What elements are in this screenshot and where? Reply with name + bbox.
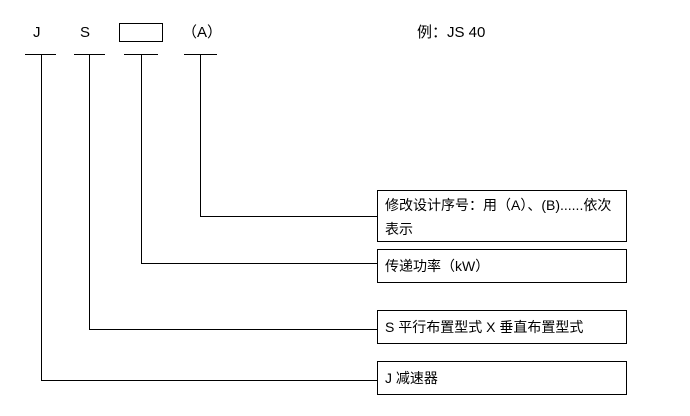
leader-s-horizontal <box>89 329 377 330</box>
example-text: 例：JS 40 <box>417 24 486 41</box>
callout-arrangement: S 平行布置型式 X 垂直布置型式 <box>377 310 627 344</box>
code-part-size-box <box>119 23 163 42</box>
callout-power: 传递功率（kW） <box>377 249 627 283</box>
leader-j-vertical <box>41 54 42 381</box>
leader-j-horizontal <box>41 380 377 381</box>
code-part-a: （A） <box>182 24 223 41</box>
leader-size-horizontal <box>141 263 377 264</box>
leader-s-vertical <box>89 54 90 330</box>
leader-a-horizontal <box>200 216 377 217</box>
code-part-j: J <box>33 24 41 41</box>
leader-size-vertical <box>141 54 142 264</box>
leader-a-vertical <box>200 54 201 217</box>
tick-under-j <box>25 54 56 55</box>
callout-reducer: J 减速器 <box>377 361 627 395</box>
callout-design-serial: 修改设计序号：用（A）、(B)......依次表示 <box>377 190 627 242</box>
code-part-s: S <box>80 24 91 41</box>
